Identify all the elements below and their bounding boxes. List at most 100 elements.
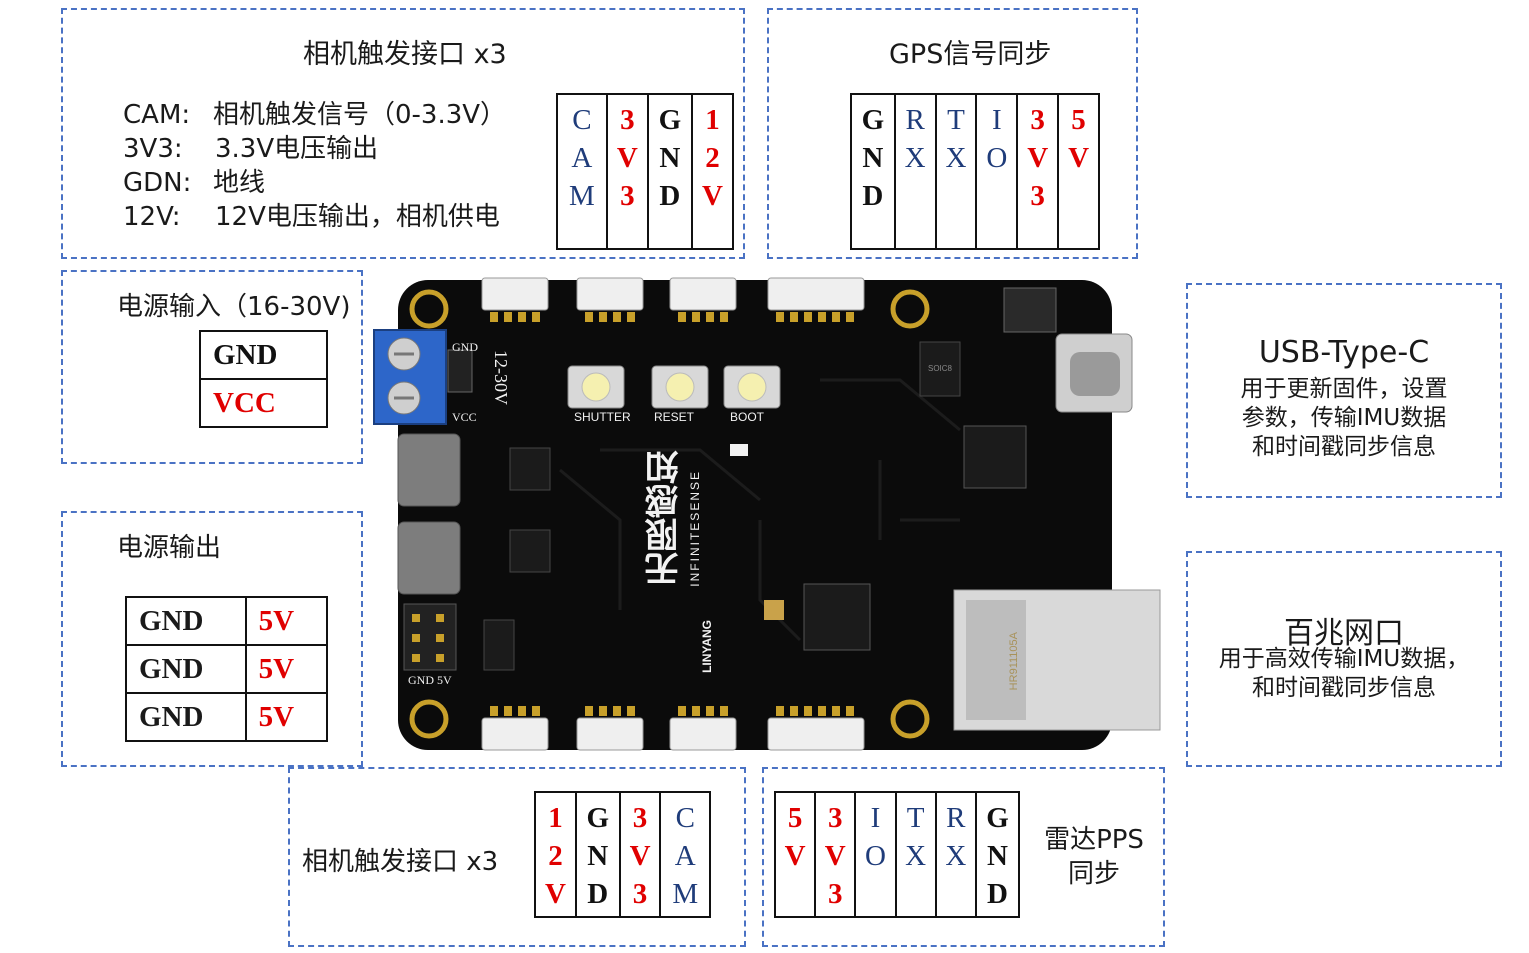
pin-char: O <box>864 840 886 872</box>
description-line: 和时间戳同步信息 <box>1252 675 1436 701</box>
pin-char: G <box>986 802 1009 834</box>
pin-char: I <box>870 802 881 834</box>
pin-char: M <box>568 180 595 212</box>
pin-char: 1 <box>548 802 563 834</box>
led <box>730 444 748 456</box>
power-input-panel: 电源输入（16-30V) GND VCC <box>61 270 363 464</box>
description-line: 和时间戳同步信息 <box>1252 434 1436 460</box>
description-line: 用于高效传输IMU数据， <box>1218 646 1470 672</box>
pin-char: 1 <box>705 104 720 136</box>
description-row: 3V3:3.3V电压输出 <box>123 134 379 164</box>
rj45-connector <box>953 589 1161 731</box>
description-line: 参数，传输IMU数据 <box>1241 405 1447 431</box>
pin-char: T <box>947 104 965 136</box>
pin-char: G <box>586 802 610 834</box>
description-row: CAM:相机触发信号（0-3.3V） <box>123 100 507 130</box>
pin-char: X <box>904 142 926 174</box>
pin-char: A <box>571 142 593 174</box>
pcb-traces <box>559 378 961 642</box>
top-connectors <box>481 277 865 311</box>
gnd-label: GND <box>452 340 478 354</box>
ldo-regulator <box>1003 287 1057 333</box>
pin-char: 5 <box>787 802 803 834</box>
panel-title: 相机触发接口 x3 <box>302 847 499 877</box>
pin-cell: GND <box>125 596 247 646</box>
pin-char: 3 <box>632 878 648 910</box>
panel-title: GPS信号同步 <box>889 39 1052 70</box>
pin-cell: GND <box>125 692 247 742</box>
push-buttons <box>567 365 781 409</box>
panel-title: 相机触发接口 x3 <box>303 39 507 70</box>
power-terminal-block <box>373 329 447 425</box>
usb-c-connector <box>1055 333 1133 413</box>
pin-char: 5 <box>1071 104 1086 136</box>
inductors <box>397 433 461 595</box>
pin-char: 3 <box>620 104 635 136</box>
pin-char: X <box>945 142 967 174</box>
pin-char: 3 <box>632 802 648 834</box>
diode <box>447 349 473 393</box>
pin-header <box>403 603 457 671</box>
power-input-table: GND VCC <box>199 330 328 428</box>
description-row: 12V:12V电压输出，相机供电 <box>123 202 500 232</box>
mounting-holes <box>409 289 930 739</box>
panel-title: 百兆网口 <box>1284 616 1404 651</box>
pin-char: V <box>1068 142 1090 174</box>
pin-cell: GND <box>125 644 247 694</box>
pin-char: D <box>986 878 1008 910</box>
panel-title: USB-Type-C <box>1258 335 1430 370</box>
pin-char: 3 <box>828 878 843 910</box>
boot-label: BOOT <box>730 410 765 424</box>
pin-char: 3 <box>828 802 843 834</box>
pin-char: V <box>544 878 566 910</box>
pin-cell: 5V <box>244 644 329 694</box>
pin-char: V <box>824 840 846 872</box>
pin-char: N <box>587 840 609 872</box>
bottom-connectors <box>481 717 865 751</box>
brand-sub: LINYANG <box>700 620 714 673</box>
voltage-label: 12-30V <box>491 350 511 405</box>
panel-description: 用于高效传输IMU数据， 和时间戳同步信息 <box>1188 645 1500 703</box>
pin-char: R <box>905 104 925 136</box>
pin-char: G <box>658 104 682 136</box>
pin-char: N <box>862 142 884 174</box>
description-row: GDN:地线 <box>123 168 266 198</box>
gnd-5v-label: GND 5V <box>408 673 452 687</box>
brand-chinese: 无限感知 <box>646 450 684 586</box>
pin-char: C <box>572 104 592 136</box>
pin-char: A <box>674 840 696 872</box>
rj45-label: HR911105A <box>1008 632 1020 691</box>
pin-char: D <box>862 180 884 212</box>
panel-title: 雷达PPS 同步 <box>1029 823 1159 891</box>
vcc-label: VCC <box>452 410 477 424</box>
pin-char: V <box>629 840 651 872</box>
pin-char: D <box>659 180 681 212</box>
pin-cell: GND <box>199 330 328 380</box>
pin-char: R <box>946 802 966 834</box>
title-line: 同步 <box>1067 859 1120 889</box>
pin-char: 3 <box>620 180 635 212</box>
